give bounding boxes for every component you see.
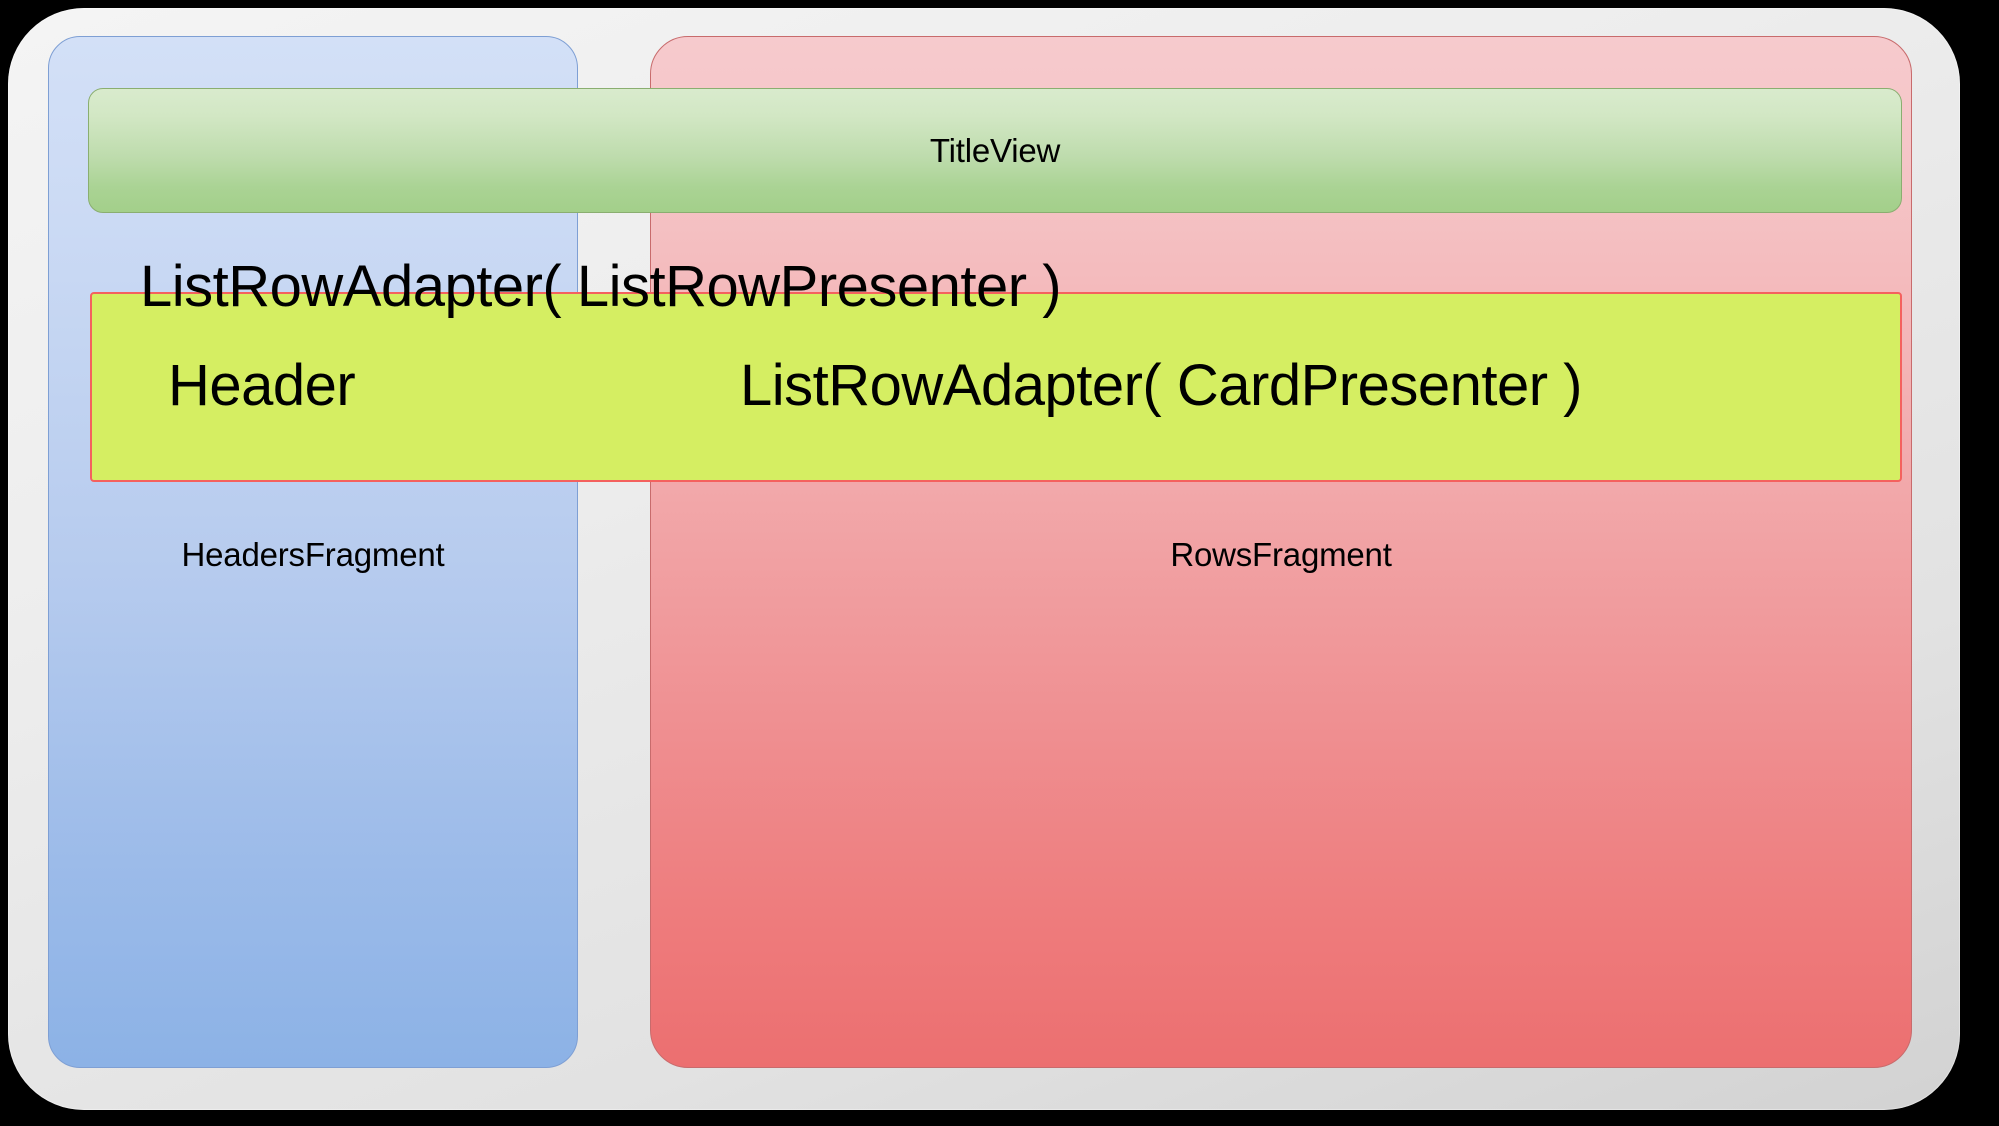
list-row-adapter-box [90,292,1902,482]
list-row-adapter-listrowpresenter-label: ListRowAdapter( ListRowPresenter ) [140,254,1062,319]
rows-fragment-label: RowsFragment [1170,536,1392,573]
header-label: Header [168,353,356,418]
title-view-label: TitleView [929,131,1061,169]
list-row-adapter-cardpresenter-label: ListRowAdapter( CardPresenter ) [740,353,1582,418]
title-view-bar: TitleView [88,88,1902,213]
headers-fragment-label: HeadersFragment [181,536,445,573]
